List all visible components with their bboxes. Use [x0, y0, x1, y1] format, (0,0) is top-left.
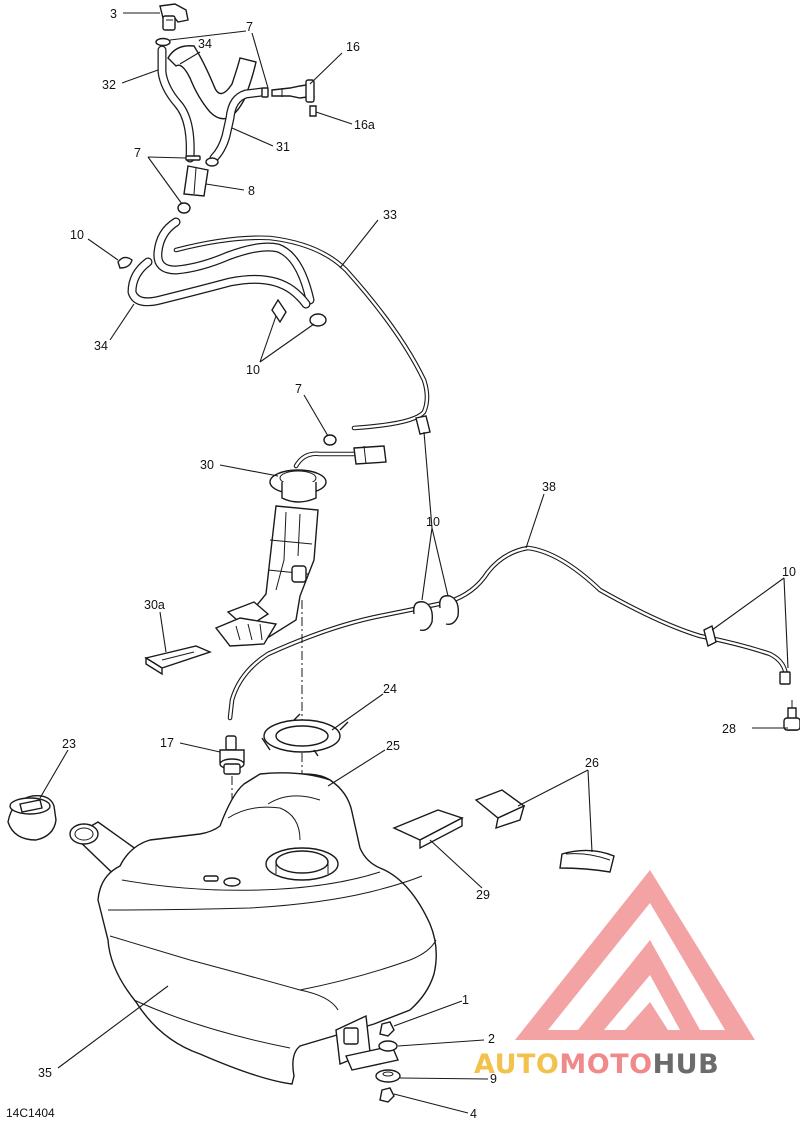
hose-38: [227, 545, 789, 721]
clamp-7-mid: [185, 155, 201, 161]
clamp-7-top: [155, 37, 171, 47]
callout-35: 35: [38, 1066, 52, 1080]
callout-34-low: 34: [94, 339, 108, 353]
callout-7-mid: 7: [134, 146, 141, 160]
grommet-9: [375, 1069, 401, 1083]
watermark-hub: HUB: [653, 1049, 720, 1080]
callout-2: 2: [488, 1032, 495, 1046]
callout-10-b: 10: [246, 363, 260, 377]
clamp-10-a: [117, 256, 133, 269]
callout-16a: 16a: [354, 118, 375, 132]
sender-17: [219, 735, 245, 775]
callout-16: 16: [346, 40, 360, 54]
fuel-tank-35: [69, 772, 437, 1085]
clamp-10-e: [413, 601, 434, 632]
washer-2: [378, 1040, 398, 1052]
callout-7-pump: 7: [295, 382, 302, 396]
callout-31: 31: [276, 140, 290, 154]
callout-25: 25: [386, 739, 400, 753]
pad-28: [392, 809, 464, 850]
callout-1: 1: [462, 993, 469, 1007]
hose-31: [209, 87, 267, 163]
diagram-code: 14C1404: [6, 1106, 55, 1120]
callout-8: 8: [248, 184, 255, 198]
callout-26: 26: [585, 756, 599, 770]
pad-26-b: [559, 849, 615, 873]
bolt-1: [379, 1021, 395, 1037]
callout-28: 29: [476, 888, 490, 902]
watermark-auto: AUTO: [474, 1049, 559, 1080]
callout-24: 24: [383, 682, 397, 696]
pad-26-a: [474, 789, 526, 830]
callout-10-d: 10: [782, 565, 796, 579]
callout-10-c: 10: [426, 515, 440, 529]
clamp-7-low: [177, 202, 191, 214]
callout-10-a: 10: [70, 228, 84, 242]
clamp-7-right: [261, 87, 269, 98]
callout-30: 30: [200, 458, 214, 472]
callout-4: 4: [470, 1107, 477, 1121]
callout-17: 17: [160, 736, 174, 750]
clamp-10-f: [439, 595, 460, 626]
clamp-31-bottom: [205, 157, 219, 167]
callout-34-top: 34: [198, 37, 212, 51]
watermark-logo: [515, 870, 755, 1040]
watermark-moto: MOTO: [559, 1049, 652, 1080]
clamp-10-b: [271, 298, 287, 324]
connector-8: [183, 165, 209, 197]
callout-labels: 3 7 34 16 32 16a 31 7 8 33 10 34 10 7 30…: [6, 7, 796, 1121]
callout-38: 38: [542, 480, 556, 494]
callout-9: 9: [490, 1072, 497, 1086]
callout-23: 23: [62, 737, 76, 751]
fuel-cap-23: [7, 795, 57, 841]
leader-lines: [39, 12, 789, 1114]
pin-16a: [309, 105, 317, 117]
clamp-10-c: [309, 313, 327, 327]
hose-32: [157, 45, 195, 163]
hose-33: [173, 235, 430, 431]
fuel-pump-30: [214, 445, 387, 647]
nut-4: [379, 1087, 395, 1103]
clamp-7-pump: [323, 434, 337, 446]
clamp-10-g: [703, 624, 717, 648]
clamp-10-d: [415, 415, 431, 435]
callout-7-top: 7: [246, 20, 253, 34]
locking-ring-24: [261, 713, 349, 757]
callout-32: 32: [102, 78, 116, 92]
callout-3: 3: [110, 7, 117, 21]
fitting-38-end: [779, 671, 791, 685]
valve-29: [783, 700, 800, 731]
hose-34-lower: [127, 217, 315, 309]
callout-33: 33: [383, 208, 397, 222]
watermark-text: AUTOMOTOHUB: [474, 1049, 719, 1080]
fitting-16: [271, 79, 315, 103]
elbow-fitting-3: [159, 3, 189, 31]
callout-30a: 30a: [144, 598, 165, 612]
pad-30a: [144, 645, 212, 676]
callout-29: 28: [722, 722, 736, 736]
